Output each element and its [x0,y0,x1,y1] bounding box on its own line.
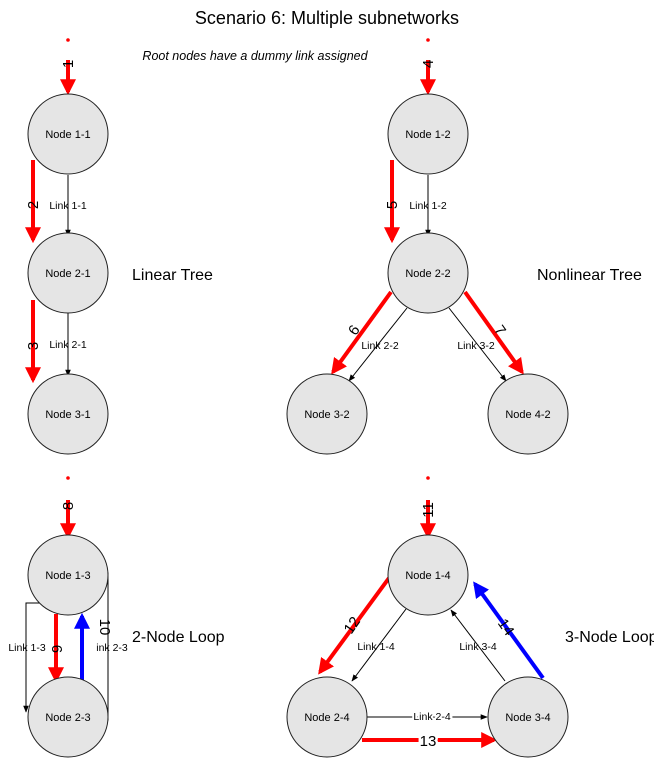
step-label-9: 9 [49,645,66,653]
node-label: Node 1-4 [405,570,450,582]
node-1-2: Node 1-2 [387,93,469,175]
link-1-3-line [23,602,40,713]
step-label-7: 7 [490,322,509,339]
node-1-4: Node 1-4 [387,534,469,616]
node-label: Node 1-3 [45,570,90,582]
node-2-4: Node 2-4 [286,676,368,758]
node-1-3: Node 1-3 [27,534,109,616]
root-dummy-dot [426,38,430,42]
node-label: Node 2-4 [304,712,349,724]
step-arrow-12 [318,576,391,675]
step-label-3: 3 [25,342,42,350]
node-2-1: Node 2-1 [27,232,109,314]
step-label-11: 11 [420,502,437,518]
node-label: Node 3-1 [45,409,90,421]
link-label-3-2: Link 3-2 [457,340,495,352]
link-label-2-4: Link 2-4 [413,711,451,723]
root-dummy-dot [426,476,430,480]
node-3-2: Node 3-2 [286,373,368,455]
node-label: Node 4-2 [505,409,550,421]
node-4-2: Node 4-2 [487,373,569,455]
root-dummy-dot [66,476,70,480]
node-label: Node 1-1 [45,129,90,141]
link-label-2-2: Link 2-2 [361,340,399,352]
node-label: Node 2-1 [45,268,90,280]
link-arrow [351,608,407,682]
step-label-13: 13 [420,733,437,750]
step-label-4: 4 [420,60,437,68]
node-label: Node 3-4 [505,712,550,724]
link-arrow [348,307,408,382]
step-arrow-14 [473,581,545,680]
root-dummy-dot [66,38,70,42]
link-label-3-4: Link 3-4 [459,641,497,653]
link-label-2-3: ink 2-3 [96,642,128,654]
section-label-2-node-loop: 2-Node Loop [132,629,225,646]
link-label-1-3: Link 1-3 [8,642,46,654]
link-arrow [450,609,506,682]
step-label-2: 2 [25,201,42,209]
link-arrow [448,307,507,382]
link-label-1-4: Link 1-4 [357,641,395,653]
step-label-10: 10 [96,619,113,636]
step-label-1: 1 [60,60,77,68]
node-label: Node 1-2 [405,129,450,141]
root-note: Root nodes have a dummy link assigned [142,49,368,63]
step-arrow-6 [331,290,393,375]
step-label-12: 12 [341,614,364,637]
section-label-3-node-loop: 3-Node Loop [565,629,654,646]
step-label-14: 14 [494,616,517,639]
link-label-1-2: Link 1-2 [409,200,447,212]
node-3-4: Node 3-4 [487,676,569,758]
node-label: Node 2-3 [45,712,90,724]
node-label: Node 2-2 [405,268,450,280]
node-label: Node 3-2 [304,409,349,421]
link-label-2-1: Link 2-1 [49,339,87,351]
diagram-title: Scenario 6: Multiple subnetworks [195,8,459,28]
node-2-3: Node 2-3 [27,676,109,758]
step-label-8: 8 [60,502,77,510]
step-arrow-7 [463,290,524,375]
node-3-1: Node 3-1 [27,373,109,455]
section-label-linear-tree: Linear Tree [132,267,213,284]
link-label-1-1: Link 1-1 [49,200,87,212]
node-1-1: Node 1-1 [27,93,109,175]
node-2-2: Node 2-2 [387,232,469,314]
section-label-nonlinear-tree: Nonlinear Tree [537,267,642,284]
step-label-5: 5 [384,201,401,209]
